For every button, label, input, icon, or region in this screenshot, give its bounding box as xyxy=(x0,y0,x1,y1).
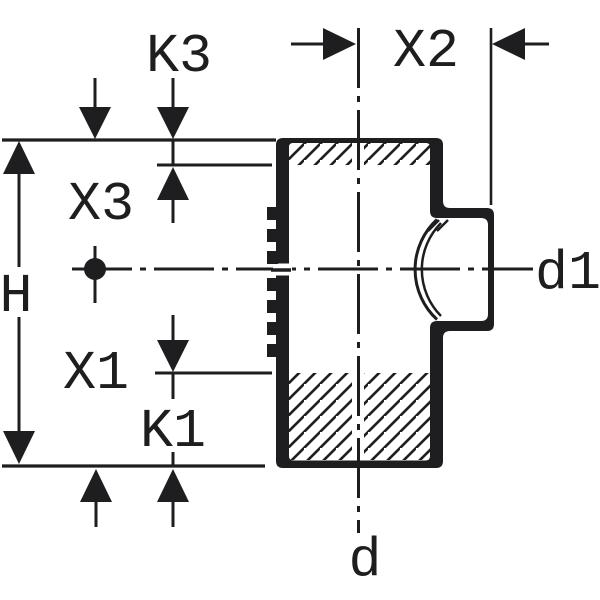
dimension-labels: K3 X2 X3 H X1 K1 d d1 xyxy=(0,20,600,592)
bottom-socket-hatch-right xyxy=(364,373,430,460)
arrow-down-icon xyxy=(3,431,35,464)
left-wall-ribs xyxy=(267,207,278,357)
socket-hatching xyxy=(289,143,430,460)
rib-tooth xyxy=(267,207,278,220)
reference-dot-icon xyxy=(84,258,106,280)
arrow-up-icon xyxy=(3,141,35,174)
dimension-k3 xyxy=(157,78,189,223)
branch-corner-hatch xyxy=(427,219,449,232)
dim-label-h: H xyxy=(0,265,33,328)
arrow-down-icon xyxy=(79,107,111,139)
rib-tooth xyxy=(267,251,278,264)
dimension-h xyxy=(3,141,35,464)
dim-label-x3: X3 xyxy=(68,173,134,236)
rib-tooth xyxy=(267,278,278,291)
top-socket-hatch-left xyxy=(289,143,352,165)
branch-bore xyxy=(413,218,449,321)
dim-label-d: d xyxy=(348,529,381,592)
arrow-left-icon xyxy=(492,28,525,60)
dimension-lines xyxy=(2,28,493,468)
dim-label-d1: d1 xyxy=(535,242,600,305)
centerline-reference-dot xyxy=(84,246,106,303)
dimension-x2 xyxy=(291,28,549,60)
centerlines xyxy=(72,28,533,533)
top-socket-hatch-right xyxy=(364,143,430,165)
arrow-down-icon xyxy=(157,107,189,139)
dimension-x3-arrow xyxy=(79,78,111,139)
arrow-up-icon xyxy=(80,469,112,502)
arrow-right-icon xyxy=(323,28,356,60)
dim-label-k3: K3 xyxy=(146,25,212,88)
dimension-k1 xyxy=(157,315,189,527)
rib-tooth xyxy=(267,300,278,313)
arrow-down-icon xyxy=(157,340,189,372)
arrow-up-icon xyxy=(157,469,189,502)
rib-tooth xyxy=(267,344,278,357)
branch-bore-inner-arc xyxy=(420,222,442,317)
dim-label-x1: X1 xyxy=(63,342,129,405)
dimension-x1-arrow xyxy=(80,469,112,527)
bottom-socket-hatch-left xyxy=(289,373,352,460)
dim-label-x2: X2 xyxy=(393,20,459,83)
fitting-body-outline xyxy=(276,138,494,468)
arrow-up-icon xyxy=(157,167,189,200)
dim-label-k1: K1 xyxy=(140,400,206,463)
rib-tooth xyxy=(267,229,278,242)
rib-tooth xyxy=(267,322,278,335)
